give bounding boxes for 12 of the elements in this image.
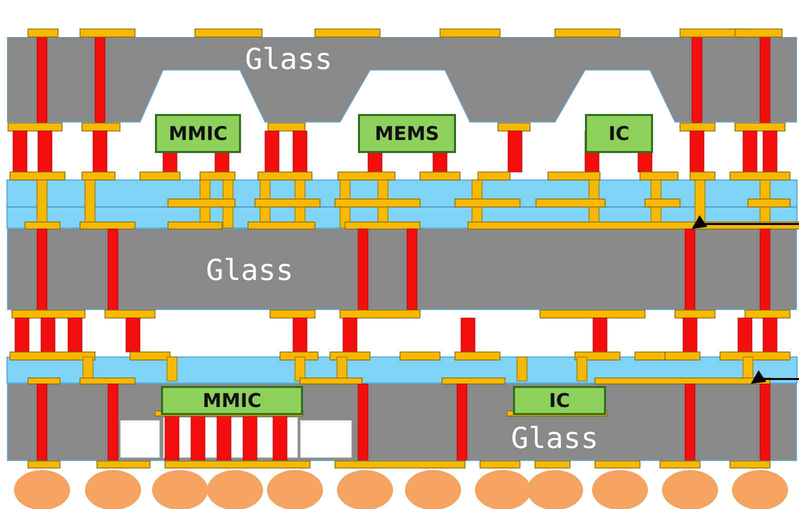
layer-label: Glass	[206, 256, 294, 285]
chip-die: MEMS	[358, 114, 456, 153]
arrow	[750, 370, 799, 384]
chip-die: IC	[585, 114, 653, 153]
glass-substrate	[7, 228, 797, 310]
chip-die: MMIC	[155, 114, 241, 153]
chip-die: IC	[513, 386, 606, 415]
glass-substrate	[7, 37, 797, 123]
layer-label: Glass	[511, 424, 598, 453]
layer-label: Glass	[245, 45, 332, 74]
arrow	[692, 215, 799, 229]
chip-die: MMIC	[161, 386, 303, 415]
